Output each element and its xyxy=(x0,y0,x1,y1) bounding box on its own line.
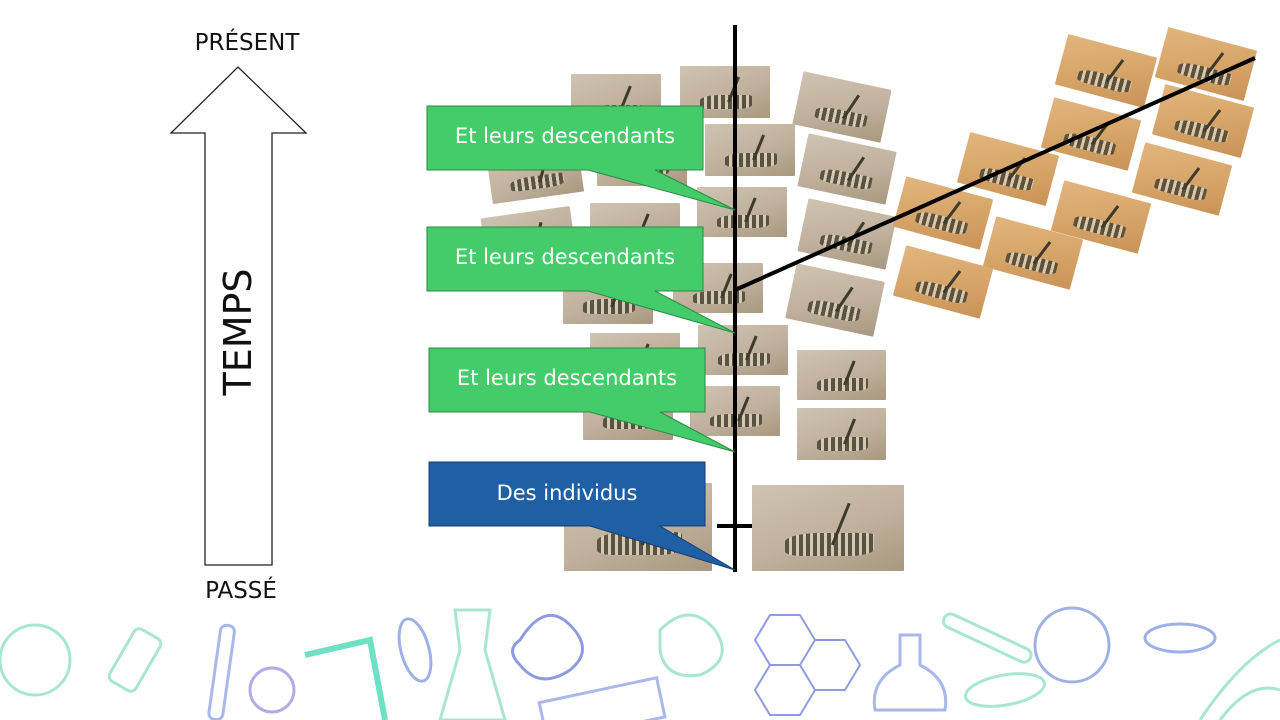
callout-descendants-1: Et leurs descendants xyxy=(454,124,676,148)
dna-doodle xyxy=(1198,638,1280,720)
bulb-doodle xyxy=(248,666,296,714)
callout-2-shape xyxy=(426,226,736,334)
callout-individuals: Des individus xyxy=(496,481,638,505)
grasshopper-photo xyxy=(697,187,787,237)
beaker-doodle xyxy=(438,608,507,720)
callout-descendants-2: Et leurs descendants xyxy=(454,245,676,269)
cell-doodle xyxy=(658,613,724,678)
flask-doodle xyxy=(0,623,72,697)
past-label: PASSÉ xyxy=(205,578,277,604)
grasshopper-photo xyxy=(705,124,795,176)
cell-oval-doodle xyxy=(1143,622,1217,654)
petri-dish-doodle xyxy=(1033,606,1111,684)
callout-4-shape xyxy=(428,461,736,571)
test-tube-doodle xyxy=(207,623,236,720)
callout-1-shape xyxy=(426,105,736,211)
hexagon-molecule-doodle xyxy=(753,614,862,716)
callout-3-shape xyxy=(428,347,736,453)
grasshopper-photo xyxy=(797,408,886,460)
grasshopper-photo xyxy=(752,485,904,571)
grasshopper-photo xyxy=(698,325,788,375)
straw-doodle xyxy=(304,636,388,720)
branch-lineage-line xyxy=(734,56,1256,292)
present-label: PRÉSENT xyxy=(194,30,300,56)
grasshopper-photo xyxy=(797,350,886,400)
microscope-doodle xyxy=(107,627,163,693)
bacillus-doodle xyxy=(964,672,1046,708)
amoeba-doodle xyxy=(511,614,584,681)
round-flask-doodle xyxy=(872,633,948,712)
pipette-doodle xyxy=(942,612,1033,664)
bacteria-doodle xyxy=(397,617,433,683)
tube-rack-doodle xyxy=(537,675,667,720)
callout-descendants-3: Et leurs descendants xyxy=(456,366,678,390)
